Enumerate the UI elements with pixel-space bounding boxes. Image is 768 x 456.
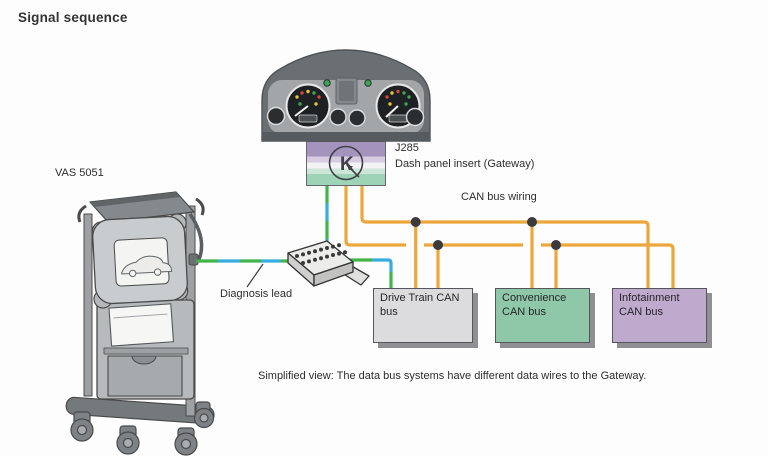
indicator-lamp-left	[323, 79, 331, 87]
caption-text: Simplified view: The data bus systems ha…	[258, 370, 647, 382]
junction-dots	[410, 217, 561, 250]
control-unit-icon: K	[328, 145, 364, 181]
vas-5051-trolley	[65, 191, 215, 456]
tachometer-gauge	[285, 83, 331, 129]
diagnosis-label-pointer	[246, 263, 264, 288]
can-wiring-label: CAN bus wiring	[461, 191, 537, 203]
instrument-cluster	[261, 49, 431, 142]
gateway-name-label: Dash panel insert (Gateway)	[395, 158, 535, 170]
indicator-lamp-right	[364, 79, 372, 87]
bus-node-convenience: Convenience CAN bus	[495, 288, 590, 343]
gateway-node: K	[306, 141, 386, 186]
connector-pins	[295, 243, 347, 265]
diagnosis-lead-label: Diagnosis lead	[220, 288, 293, 300]
caster-wheels	[70, 401, 215, 456]
bus-label: Infotainment CAN bus	[619, 292, 680, 318]
bus-label: Convenience CAN bus	[502, 292, 567, 318]
tester-monitor	[91, 213, 189, 309]
connector-to-drivetrain-wire	[344, 258, 393, 289]
diagnostic-connector	[287, 240, 370, 287]
gateway-symbol-letter: K	[340, 154, 354, 175]
printer	[108, 303, 175, 347]
car-sketch	[121, 255, 173, 278]
bus-label: Drive Train CAN bus	[380, 292, 460, 318]
speedometer-gauge	[375, 83, 421, 129]
gateway-code-label: J285	[395, 142, 419, 154]
page-title: Signal sequence	[18, 10, 128, 25]
bus-node-drive-train: Drive Train CAN bus	[373, 288, 473, 343]
tester-label: VAS 5051	[55, 167, 104, 179]
bus-node-infotainment: Infotainment CAN bus	[612, 288, 707, 343]
small-gauges	[266, 106, 425, 127]
